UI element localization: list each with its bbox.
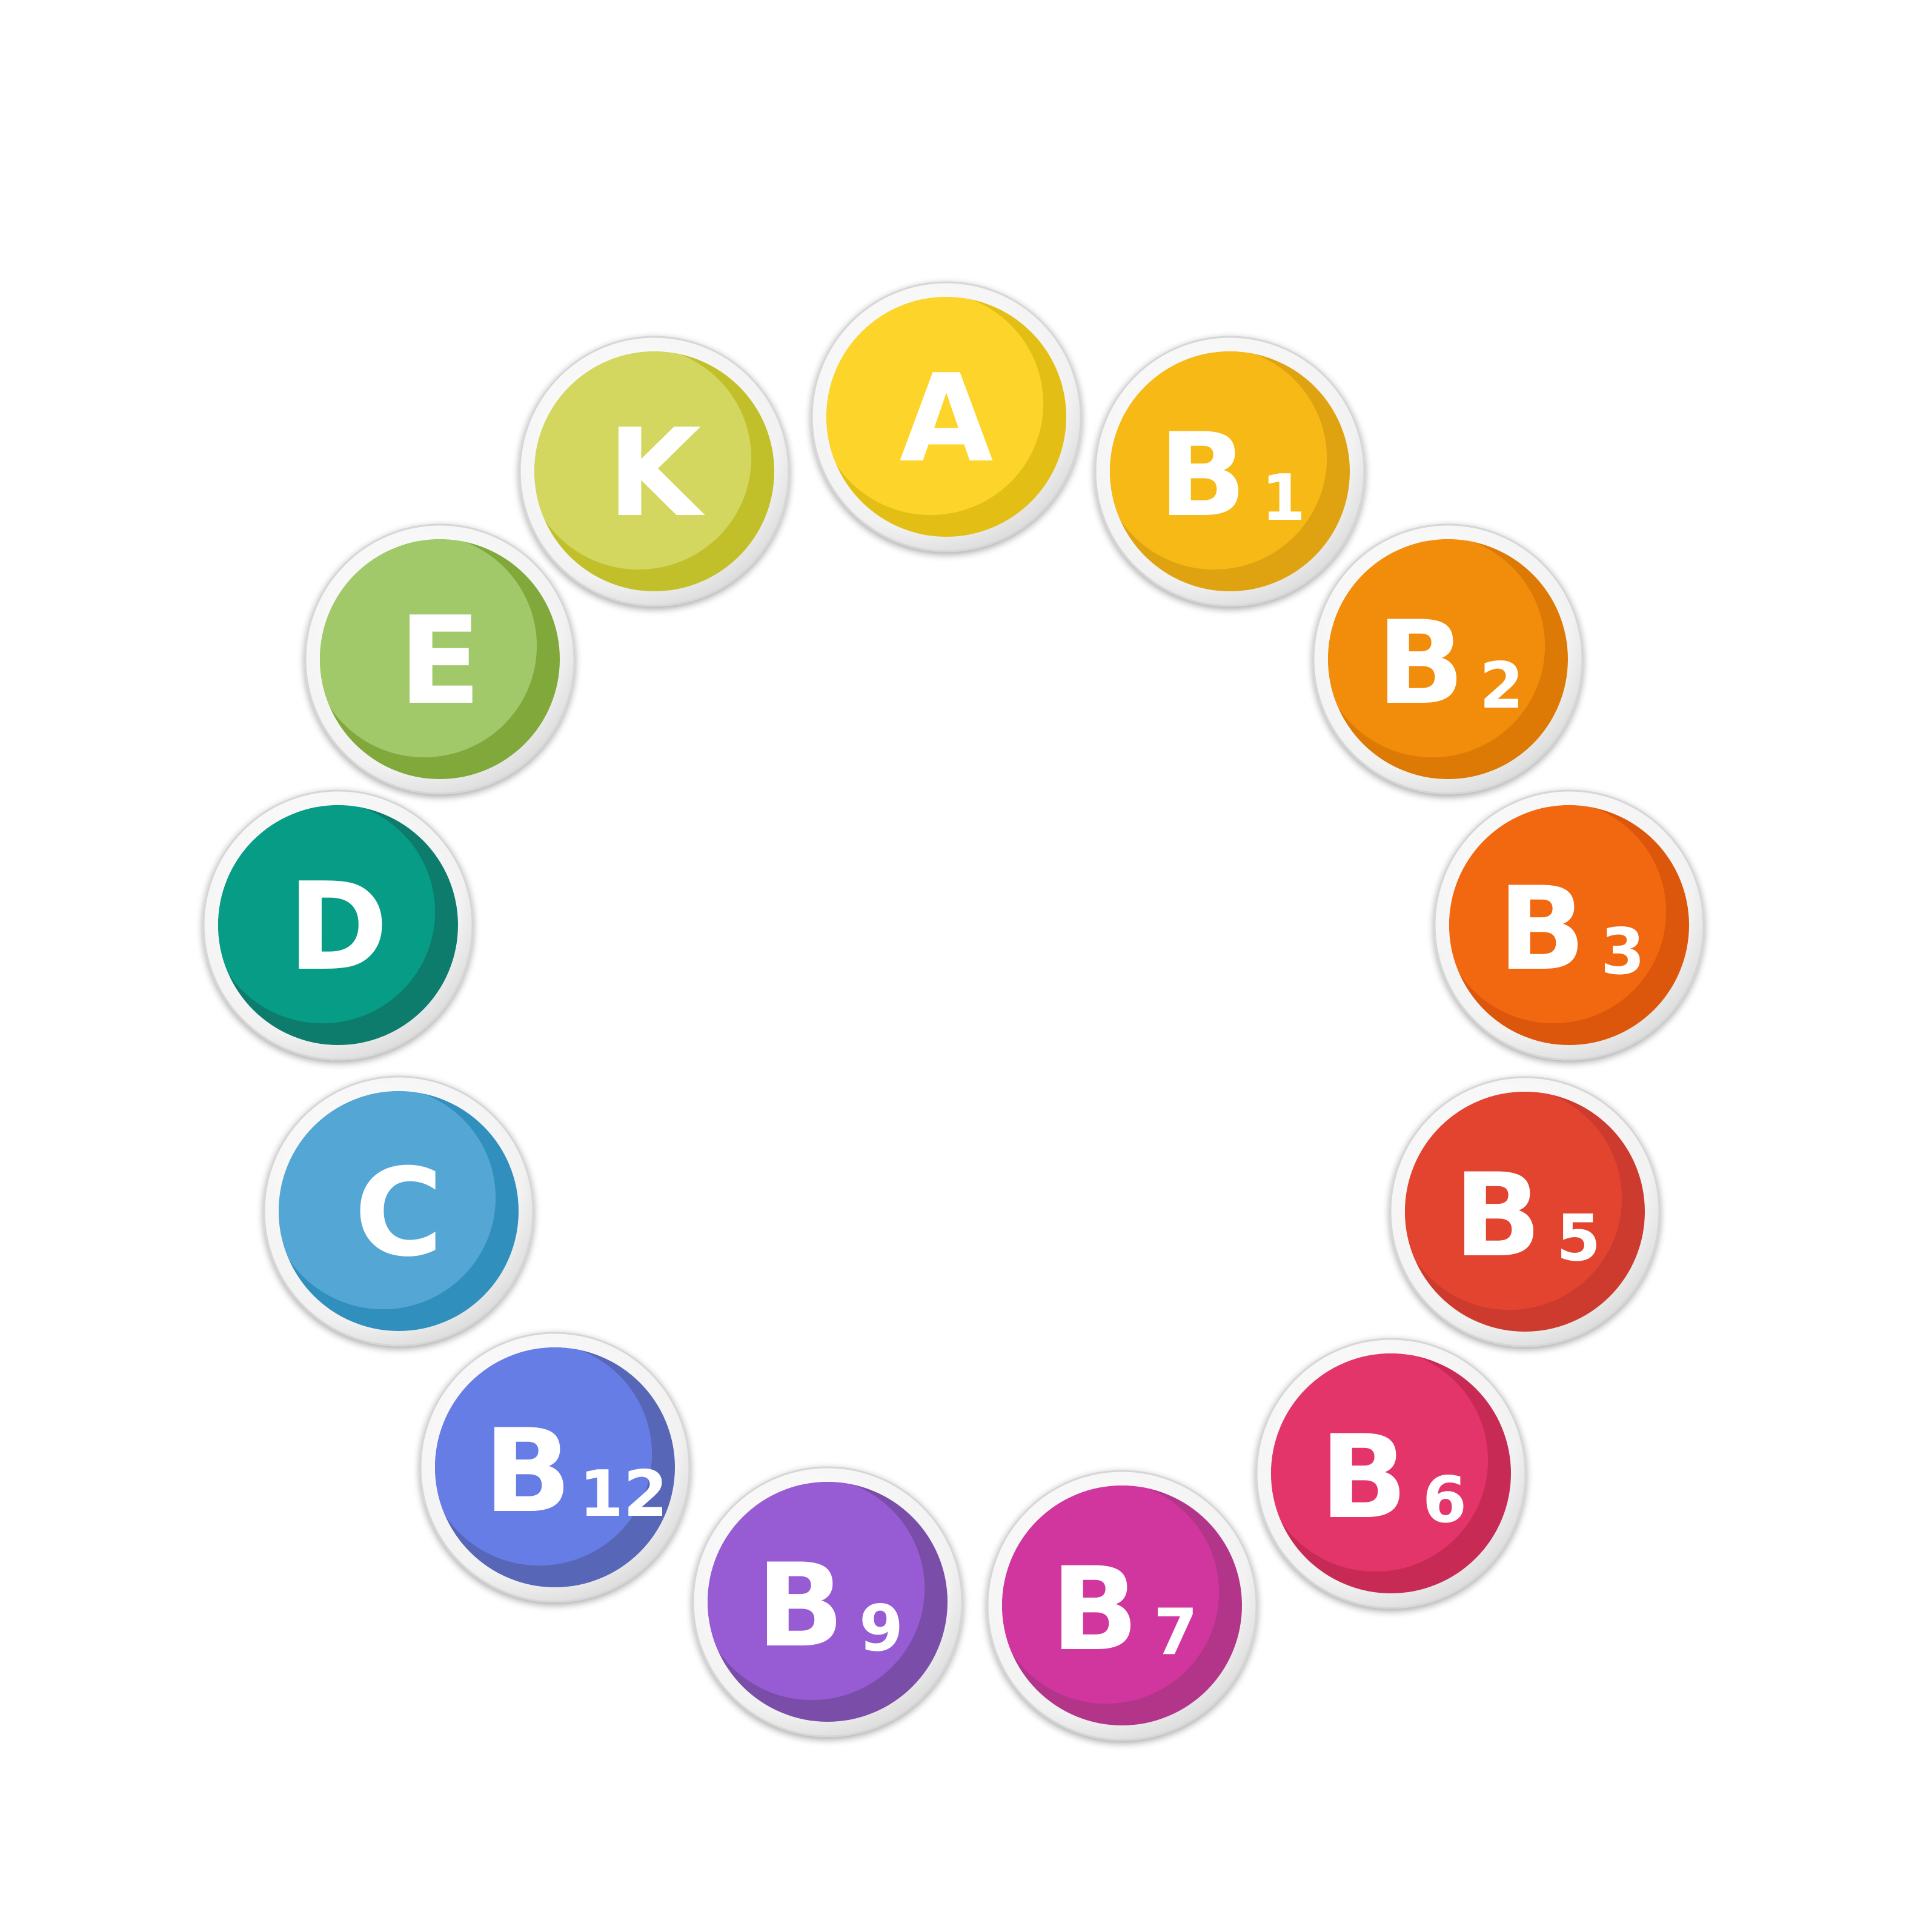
vitamin-b12-disc-highlight <box>435 1347 652 1566</box>
vitamin-a-disc-highlight <box>826 297 1044 516</box>
vitamin-b9-disc-highlight <box>708 1482 925 1701</box>
vitamin-e-badge: E <box>304 523 576 795</box>
vitamin-b12-subscript: 12 <box>579 1457 668 1531</box>
vitamin-e-disc-highlight <box>320 539 537 758</box>
vitamin-b12-label: B <box>484 1404 572 1538</box>
vitamin-a-badge: A <box>811 281 1082 553</box>
vitamin-b1-label: B <box>1159 408 1247 542</box>
vitamin-b7-label: B <box>1051 1542 1139 1676</box>
vitamin-b2-disc-highlight <box>1328 539 1545 758</box>
vitamin-b6-label: B <box>1320 1410 1408 1544</box>
vitamin-b9-subscript: 9 <box>859 1592 903 1665</box>
vitamin-b2-label: B <box>1377 596 1465 730</box>
vitamin-b5-subscript: 5 <box>1556 1201 1601 1275</box>
vitamin-b2-subscript: 2 <box>1479 649 1524 723</box>
vitamin-d-label: D <box>288 857 388 998</box>
vitamin-b9-label: B <box>757 1539 845 1673</box>
vitamin-k-label: K <box>608 403 706 544</box>
vitamin-c-label: C <box>354 1143 443 1284</box>
vitamin-a-label: A <box>900 348 994 490</box>
vitamin-d-disc-highlight <box>218 805 436 1024</box>
vitamin-b5-label: B <box>1454 1149 1542 1283</box>
vitamin-b1-disc-highlight <box>1110 351 1327 570</box>
vitamin-c-badge: C <box>263 1075 534 1347</box>
vitamin-b3-subscript: 3 <box>1601 915 1645 989</box>
vitamin-e-label: E <box>399 591 482 732</box>
vitamin-b6-disc-highlight <box>1271 1353 1489 1572</box>
vitamin-d-badge: D <box>202 789 474 1061</box>
vitamin-b6-subscript: 6 <box>1422 1463 1467 1537</box>
vitamin-b7-disc-highlight <box>1002 1486 1220 1704</box>
vitamin-k-disc-highlight <box>534 351 752 570</box>
vitamin-b7-subscript: 7 <box>1154 1595 1198 1669</box>
vitamin-b3-label: B <box>1498 862 1586 996</box>
vitamin-b3-disc-highlight <box>1449 805 1667 1024</box>
vitamin-k-badge: K <box>519 336 790 607</box>
vitamin-b1-subscript: 1 <box>1261 461 1306 535</box>
vitamin-b5-disc-highlight <box>1405 1092 1622 1310</box>
vitamin-c-disc-highlight <box>279 1091 496 1310</box>
